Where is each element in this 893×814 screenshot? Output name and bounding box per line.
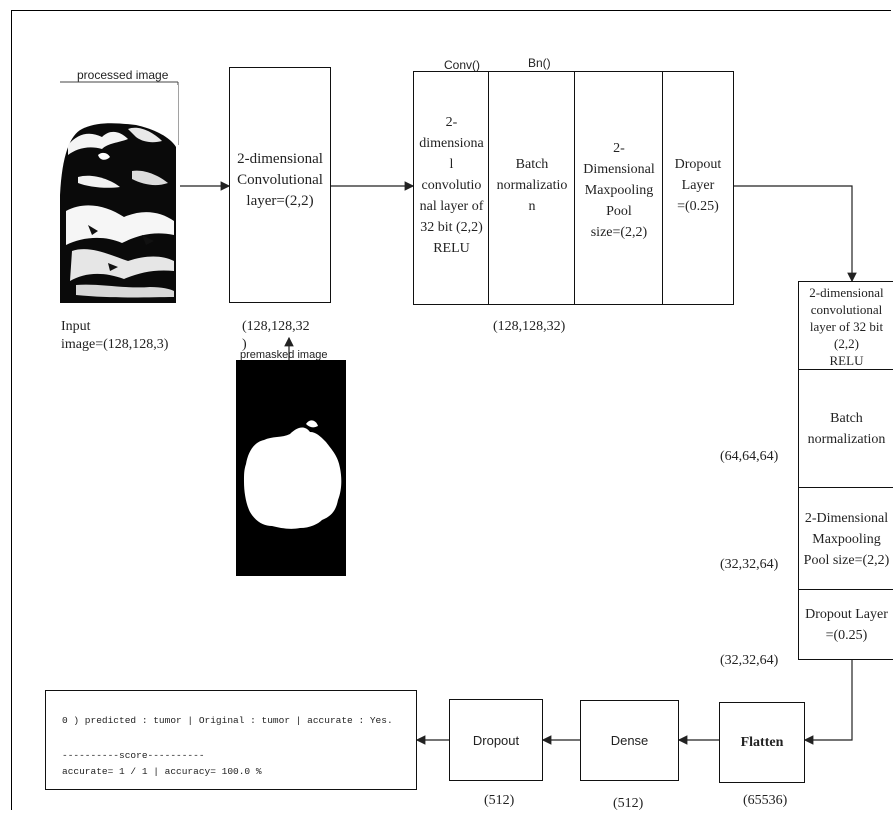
flatten-shape: (65536)	[743, 793, 788, 808]
block2-dropout-shape: (32,32,64)	[720, 653, 779, 668]
block2-bn-shape: (64,64,64)	[720, 449, 779, 464]
flatten-box	[719, 702, 805, 783]
conv2d-layer-box	[229, 67, 331, 303]
conv2d-output-shape: (128,128,32 )	[242, 319, 310, 352]
block1-conv-box	[413, 71, 490, 305]
processed-image-caption: processed image	[77, 68, 169, 82]
block1-dropout-box	[662, 71, 734, 305]
block2-dropout-text: Dropout Layer =(0.25)	[805, 606, 888, 643]
block2-conv-box	[798, 281, 893, 371]
diagram-frame	[11, 10, 891, 810]
block1-pool-text: 2- Dimensional Maxpooling Pool size=(2,2…	[583, 140, 655, 240]
block1-conv-text: 2- dimensiona l convolutio nal layer of …	[419, 114, 484, 256]
block1-output-shape: (128,128,32)	[493, 319, 566, 334]
dropout-final-box	[449, 699, 543, 781]
block2-pool-shape: (32,32,64)	[720, 557, 779, 572]
block1-bn-text: Batch normalizatio n	[496, 156, 568, 214]
dropout-final-text: Dropout	[472, 732, 520, 748]
arrow-block2-to-flatten	[803, 660, 853, 745]
conv2d-layer-text: 2-dimensional Convolutional layer=(2,2)	[237, 150, 323, 209]
output-box	[45, 690, 417, 790]
dense-text: Dense	[610, 733, 649, 748]
block1-dropout-text: Dropout Layer =(0.25)	[674, 156, 722, 214]
premasked-mask-image	[236, 360, 346, 576]
dropout-final-shape: (512)	[484, 793, 515, 808]
premasked-image-caption: premasked image	[240, 349, 328, 361]
block2-conv-text: 2-dimensional convolutional layer of 32 …	[809, 284, 884, 368]
conv-tag: Conv()	[444, 58, 481, 72]
block1-bn-box	[488, 71, 576, 305]
output-score-divider: ----------score----------	[62, 750, 205, 761]
arrow-block1-to-block2	[734, 185, 857, 283]
block1-pool-box	[574, 71, 664, 305]
block2-bn-box	[798, 369, 893, 489]
block2-bn-text: Batch normalization	[807, 411, 886, 447]
block2-dropout-box	[798, 589, 893, 660]
dense-shape: (512)	[613, 796, 644, 811]
block2-pool-box	[798, 487, 893, 591]
output-prediction-line: 0 ) predicted : tumor | Original : tumor…	[62, 715, 393, 726]
flatten-text: Flatten	[740, 735, 784, 750]
bn-tag: Bn()	[528, 56, 551, 70]
input-image-label: Input image=(128,128,3)	[61, 319, 169, 352]
dense-box	[580, 700, 679, 781]
processed-mri-image	[58, 85, 178, 303]
block2-pool-text: 2-Dimensional Maxpooling Pool size=(2,2)	[803, 510, 890, 568]
output-accuracy-line: accurate= 1 / 1 | accuracy= 100.0 %	[62, 766, 262, 777]
